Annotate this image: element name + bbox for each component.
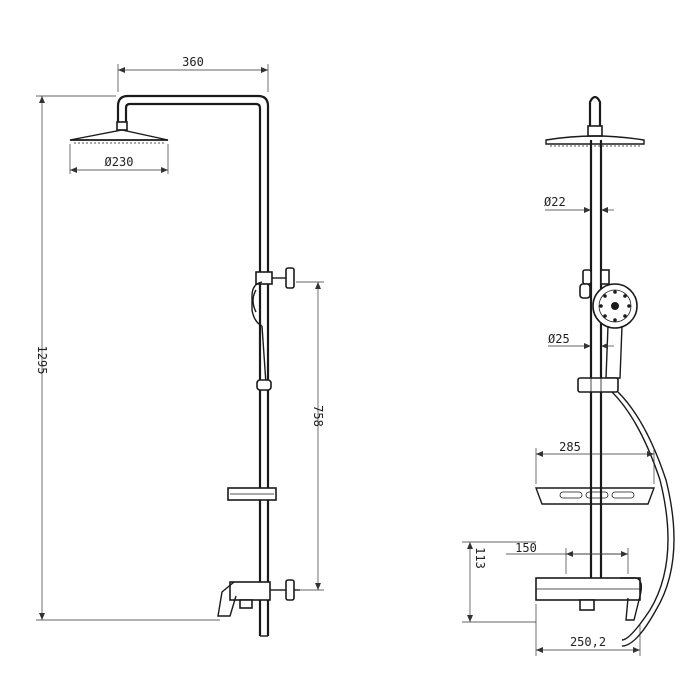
hand-shower [251, 281, 272, 391]
hose [611, 391, 675, 647]
slide-bar [258, 270, 270, 637]
soap-shelf [227, 487, 277, 501]
side-hand-shower [592, 283, 638, 379]
dimension-shelf-width: 285 [535, 440, 655, 484]
side-rain-shower-head [545, 125, 645, 147]
mixer-valve [217, 579, 300, 617]
side-upper-bracket [579, 269, 610, 299]
dimension-mixer-depth: 250,2 [535, 604, 641, 656]
dimension-label-mixer-projection: 150 [515, 541, 537, 555]
dimension-arm-reach: 360 [117, 55, 269, 92]
dimension-label-pipe-lower: Ø25 [548, 332, 570, 346]
dimension-label-head-diameter: Ø230 [105, 155, 134, 169]
rain-shower-arm [116, 94, 270, 270]
dimension-label-total-height: 1295 [35, 346, 49, 375]
dimension-label-pipe-upper: Ø22 [544, 195, 566, 209]
dimension-head-diameter: Ø230 [69, 144, 169, 174]
dimension-pipe-lower: Ø25 [548, 332, 614, 349]
dimension-pipe-upper: Ø22 [544, 195, 614, 213]
rain-shower-head [69, 121, 169, 144]
dimension-label-mixer-depth: 250,2 [570, 635, 606, 649]
dimension-label-arm-reach: 360 [182, 55, 204, 69]
side-mixer-valve [535, 577, 643, 621]
dimension-mixer-height: 113 [462, 541, 536, 623]
side-view: Ø22 Ø25 285 150 113 [462, 95, 675, 656]
dimension-label-shelf-width: 285 [559, 440, 581, 454]
dimension-total-height: 1295 [35, 95, 220, 621]
side-soap-shelf [534, 487, 656, 505]
upper-wall-bracket [255, 267, 295, 289]
side-riser-pipe [588, 95, 603, 580]
dimension-bar-height: 758 [296, 281, 325, 591]
side-slider [577, 377, 619, 393]
front-view: 360 Ø230 1295 758 [35, 55, 325, 637]
dimension-mixer-projection: 150 [506, 541, 629, 574]
dimension-label-mixer-height: 113 [473, 547, 487, 569]
dimension-label-bar-height: 758 [311, 405, 325, 427]
